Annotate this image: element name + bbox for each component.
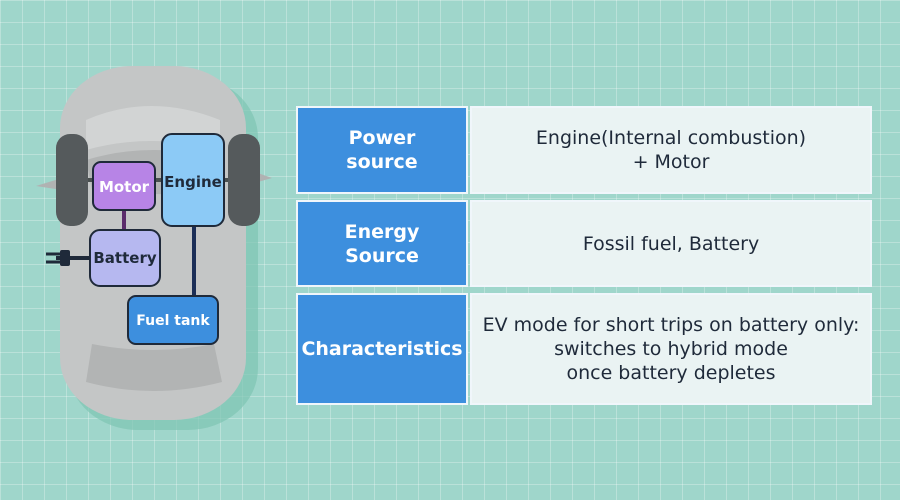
row-value-energy-source: Fossil fuel, Battery (470, 200, 872, 287)
row-label-text: Characteristics (301, 338, 463, 360)
car-diagram: Motor Engine Battery Fuel tank (36, 66, 272, 430)
battery-box (89, 229, 161, 287)
spec-table: Power source Engine(Internal combustion)… (296, 106, 872, 411)
battery-label: Battery (93, 249, 156, 267)
fuel-tank-label: Fuel tank (136, 313, 210, 329)
engine-box (161, 133, 225, 227)
motor-label: Motor (99, 178, 150, 196)
fuel-tank-box (127, 295, 219, 345)
table-row: Characteristics EV mode for short trips … (296, 293, 872, 405)
row-label-power-source: Power source (296, 106, 468, 194)
engine-label: Engine (164, 173, 222, 191)
table-row: Power source Engine(Internal combustion)… (296, 106, 872, 194)
row-value-power-source: Engine(Internal combustion) + Motor (470, 106, 872, 194)
front-right-wheel (228, 134, 260, 226)
row-value-characteristics: EV mode for short trips on battery only:… (470, 293, 872, 405)
front-left-wheel (56, 134, 88, 226)
motor-box (92, 161, 156, 211)
row-label-text: Energy Source (344, 220, 420, 267)
left-mirror (36, 178, 62, 190)
row-label-energy-source: Energy Source (296, 200, 468, 287)
table-row: Energy Source Fossil fuel, Battery (296, 200, 872, 287)
row-label-text: Power source (346, 127, 418, 173)
row-label-characteristics: Characteristics (296, 293, 468, 405)
rear-window (86, 344, 222, 391)
plug-icon (60, 250, 70, 266)
